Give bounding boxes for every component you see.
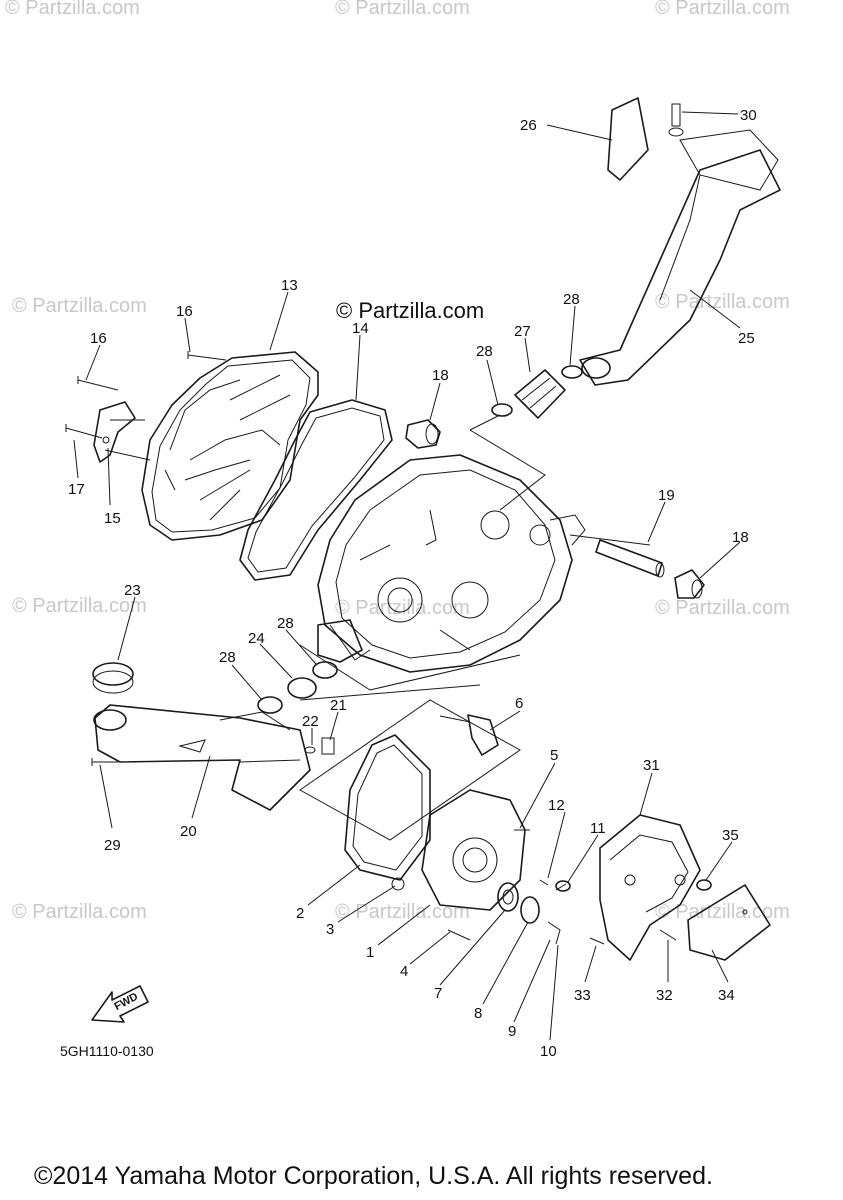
callout-29: 29 [104, 837, 121, 854]
collar-21-22 [304, 737, 335, 755]
callout-28: 28 [219, 649, 236, 666]
callout-16: 16 [176, 303, 193, 320]
callout-23: 23 [124, 582, 141, 599]
watermark: © Partzilla.com [335, 901, 470, 923]
plate-34 [687, 884, 771, 961]
callout-28: 28 [277, 615, 294, 632]
callout-26: 26 [520, 117, 537, 134]
watermark: © Partzilla.com [12, 901, 147, 923]
cover-31 [599, 814, 701, 961]
crankcase [317, 454, 586, 673]
callout-4: 4 [400, 963, 408, 980]
fwd-label: FWD [112, 991, 140, 1013]
air-duct-joint-upper [491, 365, 583, 419]
callout-2: 2 [296, 905, 304, 922]
callout-32: 32 [656, 987, 673, 1004]
partzilla-brand-mark: © Partzilla.com [336, 298, 484, 323]
callout-7: 7 [434, 985, 442, 1002]
watermark: © Partzilla.com [655, 901, 790, 923]
watermark: © Partzilla.com [12, 595, 147, 617]
callout-17: 17 [68, 481, 85, 498]
bracket-6 [439, 714, 499, 756]
copyright-notice: ©2014 Yamaha Motor Corporation, U.S.A. A… [34, 1162, 713, 1190]
forward-arrow-icon: FWD [91, 985, 149, 1023]
callout-3: 3 [326, 921, 334, 938]
callout-15: 15 [104, 510, 121, 527]
callout-22: 22 [302, 713, 319, 730]
clutch-cover-outer [93, 351, 319, 541]
watermark: © Partzilla.com [655, 597, 790, 619]
callout-18: 18 [432, 367, 449, 384]
callout-30: 30 [740, 107, 757, 124]
bolts-small [447, 829, 571, 941]
cover-bolts [65, 351, 227, 444]
cover-1 [391, 789, 526, 911]
callout-6: 6 [515, 695, 523, 712]
callout-21: 21 [330, 697, 347, 714]
callout-24: 24 [248, 630, 265, 647]
callout-leaders [73, 111, 741, 1041]
callout-12: 12 [548, 797, 565, 814]
watermark: © Partzilla.com [5, 0, 140, 19]
callout-20: 20 [180, 823, 197, 840]
callout-numbers: 13 14 16 16 15 17 18 18 19 27 28 28 25 2… [68, 107, 757, 1060]
bolt-30 [668, 103, 684, 137]
watermark: © Partzilla.com [655, 291, 790, 313]
callout-8: 8 [474, 1005, 482, 1022]
seal-26 [607, 97, 649, 181]
assembly-guide-lines [299, 414, 651, 841]
watermark: © Partzilla.com [12, 295, 147, 317]
callout-1: 1 [366, 944, 374, 961]
callout-13: 13 [281, 277, 298, 294]
callout-35: 35 [722, 827, 739, 844]
gasket-2 [344, 734, 431, 881]
callout-11: 11 [590, 820, 606, 837]
callout-18: 18 [732, 529, 749, 546]
joint-23 [92, 662, 134, 694]
cover-gasket [239, 399, 393, 581]
watermark-layer: © Partzilla.com © Partzilla.com © Partzi… [5, 0, 790, 923]
callout-34: 34 [718, 987, 735, 1004]
callout-9: 9 [508, 1023, 516, 1040]
callout-25: 25 [738, 330, 755, 347]
callout-16: 16 [90, 330, 107, 347]
callout-14: 14 [352, 320, 369, 337]
air-duct-25 [579, 129, 781, 386]
joint-24 [257, 661, 338, 714]
bolt-29 [91, 758, 118, 766]
callout-27: 27 [514, 323, 531, 340]
callout-19: 19 [658, 487, 675, 504]
pipe-19 [595, 539, 665, 578]
watermark: © Partzilla.com [335, 597, 470, 619]
watermark: © Partzilla.com [335, 0, 470, 19]
diagram-code: 5GH1110-0130 [60, 1043, 154, 1059]
callout-28: 28 [563, 291, 580, 308]
bearing-7-8-9 [497, 882, 561, 945]
callout-31: 31 [643, 757, 660, 774]
callout-5: 5 [550, 747, 558, 764]
callout-28: 28 [476, 343, 493, 360]
intake-pipe-20 [93, 704, 311, 811]
watermark: © Partzilla.com [655, 0, 790, 19]
callout-33: 33 [574, 987, 591, 1004]
small-bolts-32-33-35 [589, 879, 712, 945]
callout-10: 10 [540, 1043, 557, 1060]
dowel-collar-18 [405, 419, 705, 599]
